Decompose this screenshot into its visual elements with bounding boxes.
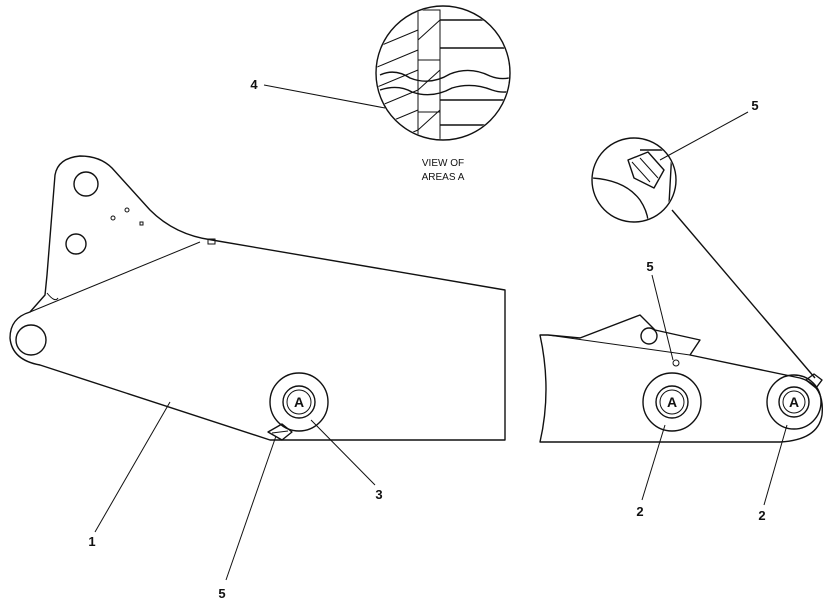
detail-view-fitting [591,137,677,223]
callout-4: 4 [250,77,258,92]
bolt-a-left: A [269,372,329,432]
right-arm [539,314,824,443]
left-arm [9,155,506,441]
callout-5-bottom: 5 [218,586,225,601]
fitting-left [267,423,293,441]
fitting-right [805,373,823,389]
bolt-label: A [294,394,304,410]
callout-1: 1 [88,534,95,549]
callout-5-mid: 5 [646,259,653,274]
bolt-a-right-1: A [642,372,702,432]
bolt-a-right-2: A [766,374,822,430]
detail-view-a [375,5,511,141]
callout-5-top: 5 [751,98,758,113]
callout-3: 3 [375,487,382,502]
callout-2-right: 2 [758,508,765,523]
detail-connector-line [671,209,816,379]
detail-caption-line1: VIEW OF [422,158,464,169]
callout-2-left: 2 [636,504,643,519]
leader-lines [94,84,788,581]
detail-caption-line2: AREAS A [422,172,465,183]
bolt-label: A [789,394,799,410]
bolt-label: A [667,394,677,410]
